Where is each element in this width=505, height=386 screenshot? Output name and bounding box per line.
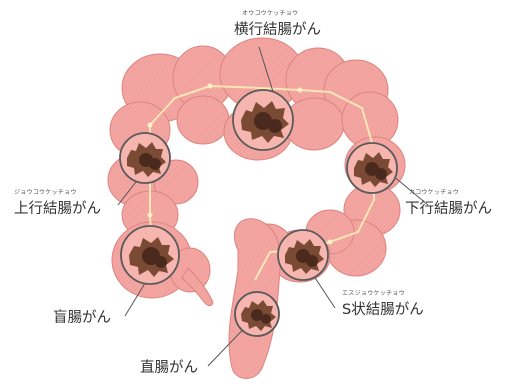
tumor-lens-descending	[347, 143, 397, 193]
name-cecum: 盲腸がん	[53, 311, 111, 326]
name-sigmoid: S状結腸がん	[342, 303, 424, 318]
name-transverse: 横行結腸がん	[234, 23, 321, 38]
name-ascending: 上行結腸がん	[14, 202, 101, 217]
ruby-descending: カコウケッチョウ	[409, 190, 459, 196]
ruby-sigmoid: エスジョウケッチョウ	[342, 291, 405, 297]
tumor-lens-transverse	[233, 90, 293, 150]
ruby-transverse: オウコウケッチョウ	[242, 11, 298, 17]
tumor-lens-ascending	[120, 133, 170, 183]
ruby-ascending: ジョウコウケッチョウ	[14, 190, 77, 196]
tumor-lens-rectum	[235, 292, 279, 336]
name-descending: 下行結腸がん	[405, 202, 492, 217]
tumor-lens-cecum	[121, 226, 179, 284]
name-rectum: 直腸がん	[140, 361, 198, 376]
tumor-lens-sigmoid	[278, 230, 328, 280]
